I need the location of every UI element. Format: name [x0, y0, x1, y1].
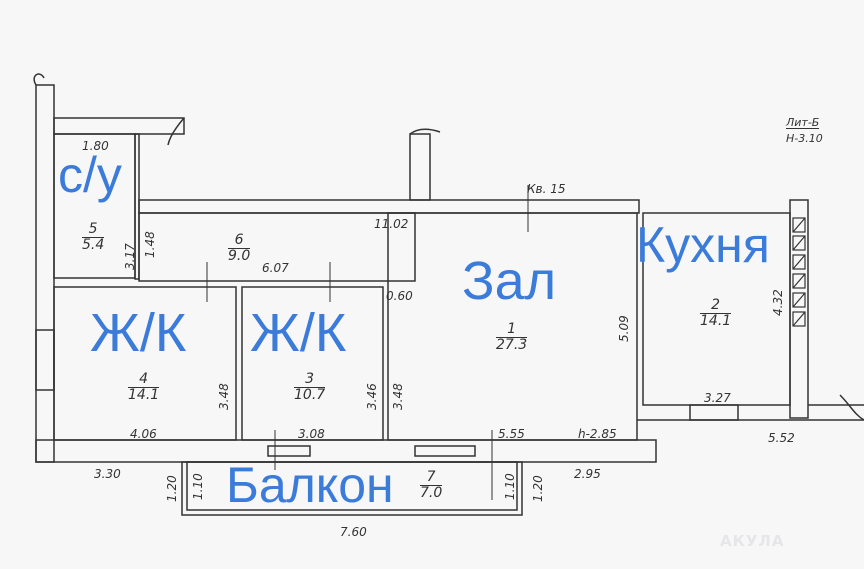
dim-0-60: 0.60 [386, 289, 413, 303]
height-label: Н-3.10 [786, 132, 823, 145]
dim-3-48-b: 3.48 [391, 383, 405, 410]
dim-11-02: 11.02 [374, 217, 409, 231]
dim-3-27: 3.27 [704, 391, 731, 405]
label-balcony: Балкон [226, 457, 394, 513]
dim-4-32: 4.32 [771, 289, 785, 316]
dim-5-52: 5.52 [768, 431, 795, 445]
dim-1-20-a: 1.20 [165, 475, 179, 502]
label-bathroom: с/у [58, 147, 122, 203]
label-bedroom-2: Ж/К [250, 303, 347, 363]
dim-1-48: 1.48 [143, 231, 157, 258]
ceiling-height: h-2.85 [578, 427, 617, 441]
dim-3-08: 3.08 [298, 427, 325, 441]
apartment-number: Кв. 15 [527, 182, 566, 196]
dim-3-48-a: 3.48 [217, 383, 231, 410]
dim-7-60: 7.60 [340, 525, 367, 539]
lit-label: Лит-Б [786, 116, 820, 129]
dim-4-06: 4.06 [130, 427, 157, 441]
dim-2-95: 2.95 [574, 467, 601, 481]
label-living-room: Зал [462, 251, 557, 311]
label-bedroom-1: Ж/К [90, 303, 187, 363]
dim-1-10-a: 1.10 [191, 473, 205, 500]
dim-6-07: 6.07 [262, 261, 289, 275]
dim-5-09: 5.09 [617, 315, 631, 342]
label-kitchen: Кухня [636, 217, 770, 273]
watermark-brand: АКУЛА [720, 532, 785, 550]
dim-3-17: 3.17 [123, 243, 137, 270]
dim-1-20-b: 1.20 [531, 475, 545, 502]
dim-3-46: 3.46 [365, 383, 379, 410]
dim-3-30: 3.30 [94, 467, 121, 481]
dim-5-55: 5.55 [498, 427, 525, 441]
dim-1-10-b: 1.10 [503, 473, 517, 500]
dim-1-80: 1.80 [82, 139, 109, 153]
